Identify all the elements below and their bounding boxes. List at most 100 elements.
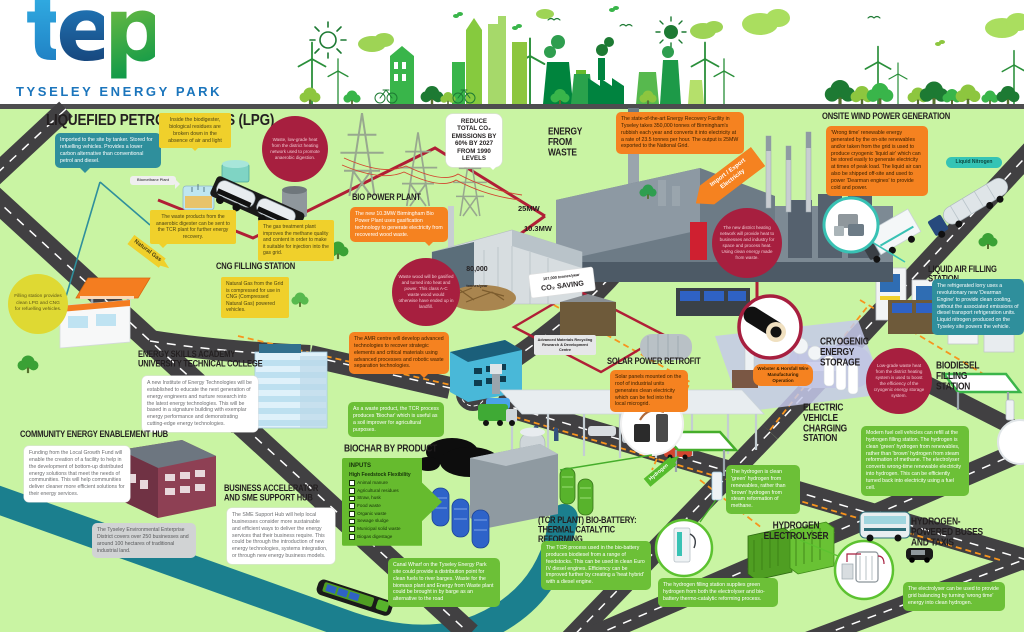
amr-centre-building-illustration (450, 340, 522, 402)
banner-divider (0, 104, 1024, 109)
solar-callout: Solar panels mounted on the roof of indu… (610, 370, 688, 413)
input-item: Biogas digestage (349, 534, 420, 540)
bio-power-callout: The new 10.3MW Birmingham Bio Power Plan… (350, 207, 448, 247)
cng-station-title: CNG FILLING STATION (216, 260, 296, 272)
checkbox-icon (349, 526, 355, 532)
checkbox-icon (349, 495, 355, 502)
wind-callout: 'Wrong time' renewable energy generated … (826, 126, 928, 196)
skyline-industry (543, 35, 704, 104)
lpg-pointer-lines (64, 181, 151, 301)
fuel-cell-callout: Modern fuel cell vehicles can refill at … (861, 426, 969, 496)
park-name: TYSELEY ENERGY PARK (16, 84, 223, 99)
webster-horsfall-label: Webster & Horsfall Wire Manufacturing Op… (753, 364, 813, 386)
logo-letter-p: p (104, 0, 167, 81)
callout-tail (156, 241, 170, 255)
butterflies (453, 6, 945, 46)
checkbox-icon (349, 480, 355, 486)
bio-power-title: BIO POWER PLANT (352, 191, 421, 203)
lpg-callout: Imported to the site by tanker. Stored f… (55, 133, 161, 174)
hydrogen-bus-icon (859, 511, 911, 542)
biodiesel-station-illustration (941, 372, 1024, 465)
amr-centre-label: Advanced Materials Recycling Research & … (534, 335, 596, 355)
logo-letter-t: t (26, 0, 68, 81)
bicycle-icons (374, 89, 476, 104)
lpg-cng-filling-callout: Filling station provides clean LPG and C… (8, 274, 68, 334)
callout-tail (79, 167, 91, 179)
dearman-engine-inset (822, 196, 906, 263)
waste-wood-callout: Waste wood will be gasified and turned i… (392, 258, 460, 326)
birds (547, 15, 881, 27)
laf-callout: The refrigerated lorry uses a revolution… (932, 279, 1024, 336)
utc-building-illustration (254, 344, 328, 429)
ev-title: ELECTRIC VEHICLE CHARGING STATION (803, 400, 847, 444)
h2-station-callout: The hydrogen filling station supplies gr… (658, 578, 778, 607)
liquid-nitrogen-label: Liquid Nitrogen (946, 157, 1002, 168)
community-hub-building-illustration (120, 440, 216, 518)
clouds (358, 9, 1024, 52)
input-item: Animal manure (349, 480, 420, 486)
wood-waste-pile-icon (448, 285, 516, 311)
inputs-title: INPUTS (349, 463, 372, 469)
biodigester-callout: Inside the biodigester, biological resid… (159, 113, 231, 152)
checkbox-icon (349, 487, 355, 494)
checkbox-icon (349, 510, 355, 517)
ceh-callout: Funding from the Local Growth Fund will … (24, 446, 130, 503)
checkbox-icon (349, 518, 355, 525)
esa-callout: A new Institute of Energy Technologies w… (142, 376, 258, 433)
callout-tail (422, 239, 436, 253)
canal-barge-icon (316, 579, 393, 616)
cng-callout: Natural Gas from the Grid is compressed … (221, 277, 289, 318)
logo-letter-e: e (56, 0, 116, 81)
onsite-wind-poles-icon (765, 131, 812, 213)
tcr-callout: The TCR process used in the bio-battery … (541, 541, 651, 591)
biomethane-plant-label: Biomethane Plant (130, 176, 180, 189)
district-heating-callout: The new district heating network will pr… (712, 208, 782, 278)
canal-wharf-callout: Canal Wharf on the Tyseley Energy Park s… (388, 558, 500, 608)
taxi-icon (906, 548, 933, 563)
input-item: Agricultural residues (349, 488, 420, 494)
electrolyser-containers-illustration (747, 521, 835, 581)
h2-buses-title: HYDROGEN-POWERED BUSES AND TAXIS (911, 514, 983, 548)
input-item: Straw, husk (349, 495, 420, 502)
input-item: Sewage sludge (349, 518, 420, 525)
callout-tail (486, 162, 500, 177)
green-hydrogen-callout: The hydrogen is clean 'green' hydrogen f… (726, 465, 800, 515)
low-grade-heat-callout: Low-grade waste heat from the district h… (866, 348, 932, 414)
power-wires (341, 157, 523, 201)
digestion-heat-callout: Waste, low-grade heat from the district … (262, 116, 328, 182)
eco-skyline-illustration (297, 6, 1024, 106)
anaerobic-waste-callout: The waste products from the anaerobic di… (150, 210, 236, 249)
nitrogen-tanker-icon (928, 177, 1008, 238)
co2-reduction-bubble: REDUCE TOTAL CO₂ EMISSIONS BY 60% BY 202… (446, 114, 502, 170)
wind-title: ONSITE WIND POWER GENERATION (822, 110, 950, 122)
biochar-note-callout: As a waste product, the TCR process prod… (348, 402, 444, 438)
laf-title: LIQUID AIR FILLING STATION (928, 263, 997, 283)
solar-title: SOLAR POWER RETROFIT (607, 355, 701, 367)
biochar-title: BIOCHAR BY PRODUCT (344, 441, 438, 454)
lpg-filling-station-illustration (59, 277, 151, 349)
mw25-label: 25MW (518, 204, 540, 213)
mw103-label: 10.3MW (524, 224, 552, 233)
checkbox-icon (349, 503, 355, 509)
grid-balance-callout: The electrolyser can be used to provide … (903, 582, 1005, 611)
checkbox-icon (349, 533, 355, 540)
biodiesel-title: BIODIESEL FILLING STATION (936, 358, 980, 392)
sun-outline-icon (309, 21, 347, 59)
blue-feedstock-tanks (431, 487, 490, 549)
sme-callout: The SME Support Hub will help local busi… (227, 508, 335, 565)
callout-tail (187, 143, 203, 159)
callout-tail (417, 371, 431, 385)
inputs-subtitle: High Feedstock Flexibility (349, 471, 411, 478)
cryo-title: CRYOGENIC ENERGY STORAGE (820, 334, 869, 368)
gas-treatment-callout: The gas treatment plant improves the met… (258, 220, 334, 261)
refuse-truck-icon (478, 404, 517, 426)
callout-tail (175, 179, 185, 189)
heat-pipe-inset (737, 294, 803, 360)
tcr-plant-illustration (431, 427, 594, 549)
ceh-title: COMMUNITY ENERGY ENABLEMENT HUB (20, 428, 168, 440)
input-item: Food waste (349, 503, 420, 509)
amr-callout: The AMR centre will develop advanced tec… (349, 332, 449, 379)
